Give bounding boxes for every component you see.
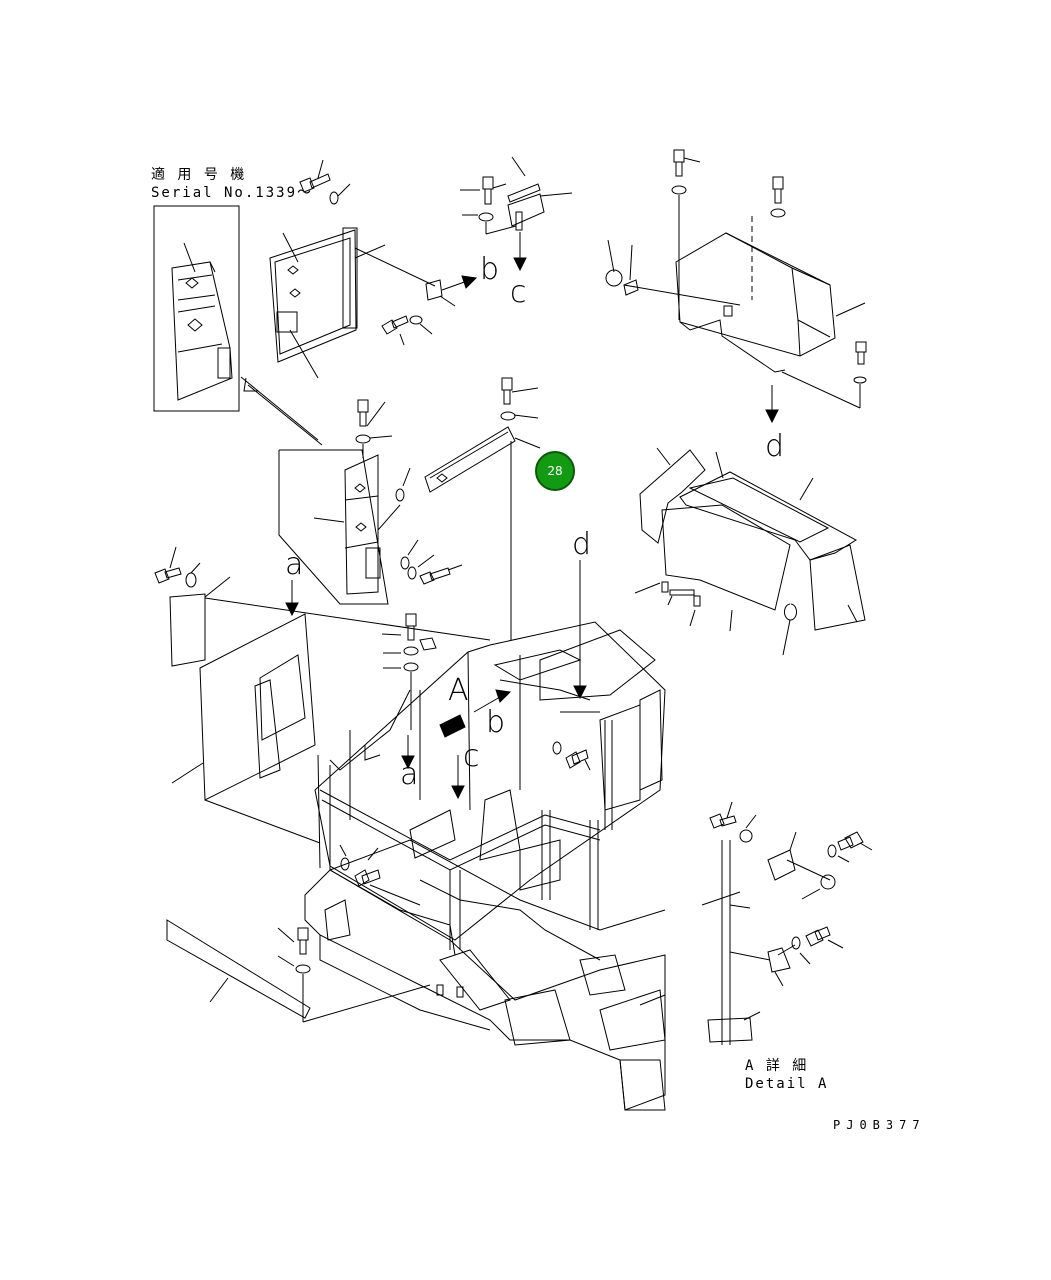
- engine-cover-box: [606, 150, 866, 422]
- detail-a-title-jp: A 詳 細: [745, 1058, 809, 1074]
- view-marker-a-lower: a: [400, 757, 419, 792]
- serial-number-label: Serial No.1339～: [151, 185, 314, 201]
- part-callout-number: 28: [547, 464, 563, 478]
- side-covers: [635, 448, 865, 655]
- latch-assembly: [460, 157, 572, 270]
- left-side-plates: [155, 547, 490, 843]
- serial-inset-panel: [154, 206, 239, 411]
- reference-arrow: [241, 377, 322, 445]
- detail-a-view: [702, 802, 872, 1045]
- hinge-bracket: [426, 276, 476, 306]
- drawing-number: PJ0B377: [833, 1118, 926, 1132]
- view-marker-b-lower: b: [486, 705, 506, 740]
- door-bolt-bottom: [382, 316, 432, 345]
- upper-door-panel: [270, 228, 435, 378]
- part-callout-button[interactable]: 28: [535, 451, 575, 491]
- view-marker-A: A: [448, 673, 469, 708]
- detail-a-title-en: Detail A: [745, 1076, 829, 1092]
- applicable-machine-label: 適 用 号 機: [151, 167, 247, 183]
- main-cab-frame: [315, 560, 665, 955]
- base-frame: [305, 840, 665, 1110]
- view-marker-d-lower: d: [572, 527, 592, 562]
- side-panel-group: [279, 400, 462, 604]
- view-marker-b-upper: b: [480, 252, 500, 287]
- upper-bracket-plate: [425, 378, 540, 640]
- view-marker-a-upper: a: [285, 547, 304, 582]
- view-marker-d-upper: d: [765, 429, 785, 464]
- door-bolt-top: [300, 160, 350, 204]
- bottom-long-plate: [167, 920, 430, 1022]
- view-marker-c-upper: c: [510, 275, 527, 310]
- view-marker-c-lower: c: [463, 739, 480, 774]
